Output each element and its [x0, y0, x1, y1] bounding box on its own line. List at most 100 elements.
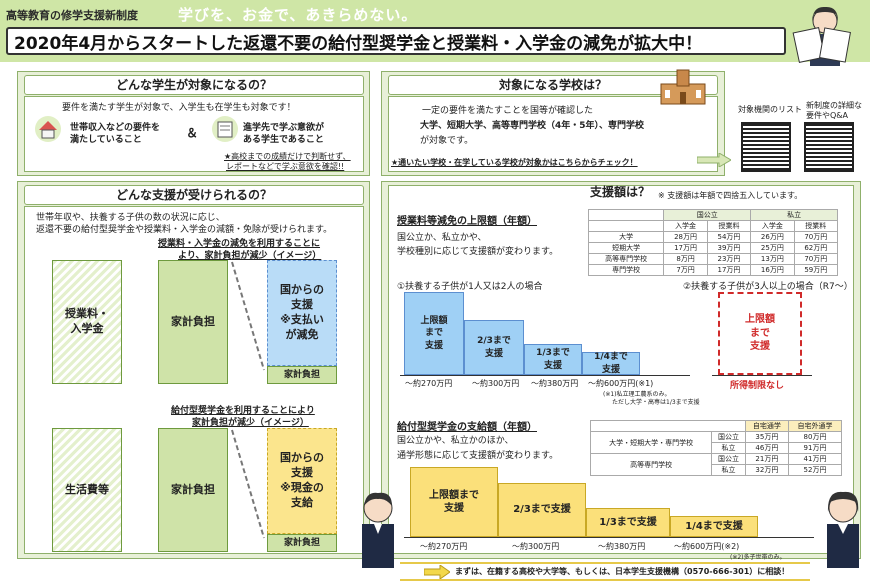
tuition-caption2: より、家計負担が減少（イメージ）: [178, 251, 322, 261]
gov-support-box: 国からの 支援 ※支払い が減免: [267, 260, 337, 366]
household-burden-reduced: 家計負担: [267, 366, 337, 384]
sch-bar-one-quarter: 1/4まで支援: [670, 516, 758, 537]
qr2-label2: 要件やQ&A: [806, 111, 849, 120]
cell: 17万円: [706, 264, 752, 276]
living-costs-box: 生活費等: [52, 428, 122, 552]
cell: 私立: [711, 464, 746, 476]
qr-code-details[interactable]: [804, 122, 854, 172]
cell: 8万円: [663, 253, 708, 265]
req1-line2: 満たしていること: [70, 135, 142, 145]
note-line2: レポートなどで学ぶ意欲を確認!!: [226, 162, 345, 171]
schools-line2: 大学、短期大学、高等専門学校（4年・5年）、専門学校: [420, 121, 645, 131]
cell: 80万円: [787, 431, 843, 443]
scholarship-amount-heading: 給付型奨学金の支給額（年額）: [397, 422, 537, 433]
th-home: 自宅通学: [744, 420, 789, 432]
schools-heading: 対象になる学校は？: [388, 75, 718, 95]
cell: 短期大学: [587, 242, 665, 254]
cell: 23万円: [706, 253, 752, 265]
th-sub: 入学金: [750, 220, 795, 232]
cell: 28万円: [663, 231, 708, 243]
footer-band: [400, 562, 810, 581]
step-bar-one-quarter: 1/4まで 支援: [582, 352, 640, 375]
dashed-divider2: [230, 428, 266, 556]
qr2-label1: 新制度の詳細な: [806, 101, 862, 110]
cell: 専門学校: [587, 264, 665, 276]
program-name: 高等教育の修学支援新制度: [6, 9, 138, 22]
slogan: 学びを、お金で、あきらめない。: [178, 6, 418, 24]
schools-line3: が対象です。: [420, 136, 474, 146]
qr1-label: 対象機関のリスト: [738, 105, 802, 114]
income-label: ～約270万円: [420, 542, 468, 551]
tuition-cap-heading: 授業料等減免の上限額（年額）: [397, 216, 537, 227]
footnote1a: (※1)私立理工農系のみ。: [603, 391, 671, 398]
case2-label: ②扶養する子供が3人以上の場合（R7～）: [683, 282, 853, 292]
cell: 52万円: [787, 464, 843, 476]
cell: 59万円: [793, 264, 839, 276]
req2-line1: 進学先で学ぶ意欲が: [243, 123, 325, 133]
qr-code-list[interactable]: [741, 122, 791, 172]
step-bar-full: 上限額 まで 支援: [404, 292, 464, 375]
income-label: ～約270万円: [405, 379, 453, 388]
cell: 17万円: [663, 242, 708, 254]
page-title: 2020年4月からスタートした返還不要の給付型奨学金と授業料・入学金の減免が拡大…: [14, 34, 703, 54]
cell: 70万円: [793, 253, 839, 265]
cell: 26万円: [750, 231, 795, 243]
th-sub: 入学金: [663, 220, 708, 232]
no-income-limit: 所得制限なし: [730, 381, 785, 391]
cell: 16万円: [750, 264, 795, 276]
support-line2: 返還不要の給付型奨学金や授業料・入学金の減額・免除が受けられます。: [36, 225, 333, 235]
amount-heading: 支援額は？: [589, 185, 650, 199]
household-burden-box2: 家計負担: [158, 428, 228, 552]
student-girl2-illustration: [818, 488, 868, 568]
income-label: ～約600万円(※2): [674, 542, 740, 551]
university-building-icon: [657, 66, 709, 106]
cell: 私立: [711, 442, 746, 454]
schools-body: [388, 96, 718, 172]
income-label: ～約380万円: [598, 542, 646, 551]
title-box: [6, 27, 786, 55]
th-sub: 授業料: [706, 220, 752, 232]
cell: 高等専門学校: [587, 253, 665, 265]
req2-line2: ある学生であること: [243, 135, 324, 145]
scholarship-line1: 国公立かや、私立かのほか、: [397, 436, 514, 446]
req1-line1: 世帯収入などの要件を: [70, 123, 161, 133]
who-intro: 要件を満たす学生が対象で、入学生も在学生も対象です！: [62, 103, 296, 113]
support-heading: どんな支援が受けられるの？: [24, 185, 364, 205]
th-sub: 授業料: [793, 220, 839, 232]
student-boy-illustration: [352, 488, 404, 568]
cell: 13万円: [750, 253, 795, 265]
household-burden-box: 家計負担: [158, 260, 228, 384]
cell: 大学・短期大学・専門学校: [589, 431, 713, 454]
check-link[interactable]: ★通いたい学校・在学している学校が対象かはこちらからチェック！: [391, 158, 638, 167]
cell: 大学: [587, 231, 665, 243]
sch-bar-one-third: 1/3まで支援: [586, 508, 670, 537]
student-girl-illustration: [790, 4, 860, 66]
footnote1b: ただし大学・高専は1/3まで支援: [612, 399, 700, 406]
th-away: 自宅外通学: [787, 420, 843, 432]
tuition-cap-line1: 国公立か、私立かや、: [397, 233, 487, 243]
household-burden-reduced2: 家計負担: [267, 534, 337, 552]
cell: 国公立: [711, 431, 746, 443]
cell: 7万円: [663, 264, 708, 276]
amount-note: ※ 支援額は年額で四捨五入しています。: [658, 191, 803, 200]
axis-line: [400, 375, 690, 376]
who-body: [24, 96, 364, 172]
th-private: 私立: [750, 209, 838, 221]
cell: 62万円: [793, 242, 839, 254]
cap-bar-multi-child: 上限額 まで 支援: [718, 292, 802, 375]
study-icon: [211, 116, 239, 142]
cell: 国公立: [711, 453, 746, 465]
cell: 46万円: [744, 442, 789, 454]
support-line1: 世帯年収や、扶養する子供の数の状況に応じ、: [36, 213, 225, 223]
dashed-divider: [230, 260, 266, 388]
footer-text: まずは、在籍する高校や大学等、もしくは、日本学生支援機構（0570-666-30…: [455, 567, 790, 576]
cell: 32万円: [744, 464, 789, 476]
case1-label: ①扶養する子供が1人又は2人の場合: [397, 282, 543, 292]
cell: 35万円: [744, 431, 789, 443]
